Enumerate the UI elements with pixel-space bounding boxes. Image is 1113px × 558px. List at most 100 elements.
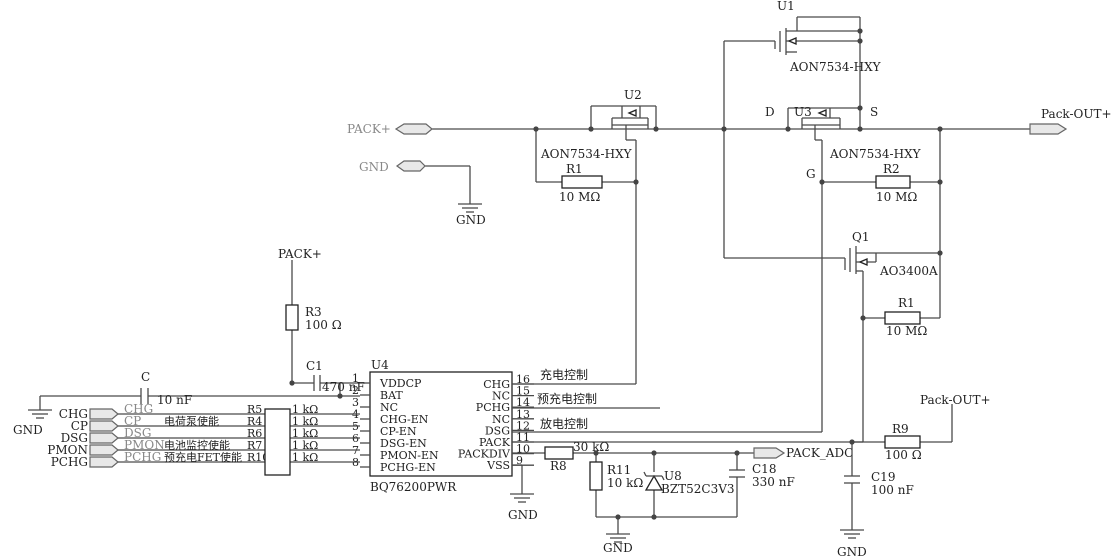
svg-text:充电控制: 充电控制 — [540, 367, 588, 382]
svg-text:U1: U1 — [777, 0, 795, 13]
svg-text:R8: R8 — [550, 459, 567, 473]
svg-text:S: S — [870, 105, 878, 119]
pin-name: PACK — [479, 436, 511, 449]
resistor-r1-bypass: R1 10 MΩ — [559, 162, 603, 204]
gnd-symbol-packdiv: GND — [603, 533, 633, 555]
port-name: CP — [71, 419, 88, 433]
gnd-symbol-top: GND — [456, 203, 486, 227]
svg-text:10 MΩ: 10 MΩ — [876, 190, 917, 204]
pin-name: BAT — [380, 389, 403, 402]
power-path-dots — [533, 28, 943, 321]
pin-name: CP-EN — [380, 425, 417, 438]
pin-name: DSG-EN — [380, 437, 427, 450]
power-path-wires — [425, 16, 1030, 432]
svg-text:U4: U4 — [371, 358, 389, 372]
vss-ground: GND — [508, 464, 538, 522]
net-name: PMON — [124, 438, 165, 452]
net-name: DSG — [124, 426, 151, 440]
svg-text:470 nF: 470 nF — [322, 380, 365, 394]
port-name: PMON — [47, 443, 88, 457]
pack-out-plus-output-port: Pack-OUT+ — [1029, 107, 1112, 135]
resistor-array — [264, 408, 291, 476]
svg-text:R1: R1 — [898, 296, 915, 310]
svg-text:U3: U3 — [794, 105, 812, 119]
gnd-symbol-left: GND — [13, 409, 52, 437]
net-description: 预充电FET使能 — [164, 450, 242, 464]
svg-text:100 Ω: 100 Ω — [885, 448, 922, 462]
pin-name: NC — [492, 413, 510, 426]
capacitor-c19: C19 100 nF — [844, 470, 914, 497]
gnd-symbol-c19: GND — [837, 529, 867, 558]
svg-text:R9: R9 — [892, 422, 909, 436]
pin-name: PACKDIV — [458, 448, 511, 461]
svg-text:U2: U2 — [624, 88, 642, 102]
pin-name: NC — [380, 401, 398, 414]
resistor-value: 1 kΩ — [292, 427, 318, 440]
pin-name: DSG — [485, 424, 510, 437]
u4-pin-2: 2 BAT — [352, 384, 403, 402]
svg-text:330 nF: 330 nF — [752, 475, 795, 489]
svg-text:预充电控制: 预充电控制 — [537, 391, 597, 406]
svg-text:PACK_ADC: PACK_ADC — [786, 446, 853, 460]
svg-text:100 nF: 100 nF — [871, 483, 914, 497]
u4-pin-1: 1 VDDCP — [352, 372, 422, 390]
svg-text:GND: GND — [13, 423, 43, 437]
mosfet-u1: U1 AON7534-HXY — [774, 0, 882, 74]
pin-name: PCHG-EN — [380, 461, 436, 474]
u4-pin-15: 15 NC — [492, 385, 534, 403]
ic-u4-bq76200: U4 BQ76200PWR — [369, 358, 513, 494]
svg-text:G: G — [806, 167, 816, 181]
pin-name: CHG-EN — [380, 413, 429, 426]
pin-name: PCHG — [476, 401, 510, 414]
svg-text:100 Ω: 100 Ω — [305, 318, 342, 332]
svg-text:C18: C18 — [752, 462, 776, 476]
resistor-value: 1 kΩ — [292, 451, 318, 464]
net-name: CP — [124, 414, 141, 428]
net-description: 电池监控使能 — [164, 438, 230, 452]
capacitor-c18: C18 330 nF — [729, 462, 795, 489]
mosfet-u3: U3 AON7534-HXY D S G — [765, 105, 922, 181]
capacitor-c1: C1 470 nF — [306, 359, 365, 394]
resistor-ref: R5 — [247, 403, 262, 416]
svg-text:10 MΩ: 10 MΩ — [559, 190, 600, 204]
pin-number: 2 — [352, 384, 359, 397]
svg-text:30 kΩ: 30 kΩ — [573, 440, 609, 454]
port-name: CHG — [59, 407, 88, 421]
resistor-ref: R6 — [247, 427, 262, 440]
port-name: PCHG — [51, 455, 88, 469]
pack-plus-supply: PACK+ R3 100 Ω — [278, 247, 342, 383]
pin-number: 11 — [516, 431, 530, 444]
svg-text:AON7534-HXY: AON7534-HXY — [540, 147, 633, 161]
resistor-ref: R10 — [247, 451, 269, 464]
svg-text:10 nF: 10 nF — [157, 393, 192, 407]
zener-u8: U8 BZT52C3V3 — [643, 469, 735, 496]
pin-name: NC — [492, 390, 510, 403]
svg-text:Pack-OUT+: Pack-OUT+ — [1041, 107, 1112, 121]
mosfet-q1: Q1 AO3400A — [844, 230, 938, 278]
pin-name: CHG — [483, 378, 510, 391]
pin-number: 15 — [516, 385, 530, 398]
pack-plus-input-port: PACK+ — [347, 122, 433, 136]
svg-text:C: C — [141, 370, 150, 384]
svg-text:GND: GND — [508, 508, 538, 522]
pin-name: VDDCP — [379, 377, 422, 390]
pin-number: 1 — [352, 372, 359, 385]
resistor-ref: R7 — [247, 439, 262, 452]
svg-text:R3: R3 — [305, 305, 322, 319]
svg-text:BZT52C3V3: BZT52C3V3 — [661, 482, 735, 496]
svg-text:Pack-OUT+: Pack-OUT+ — [920, 393, 991, 407]
svg-text:R1: R1 — [566, 162, 583, 176]
pin-name: PMON-EN — [380, 449, 439, 462]
svg-text:R11: R11 — [607, 463, 631, 477]
svg-text:U8: U8 — [664, 469, 682, 483]
